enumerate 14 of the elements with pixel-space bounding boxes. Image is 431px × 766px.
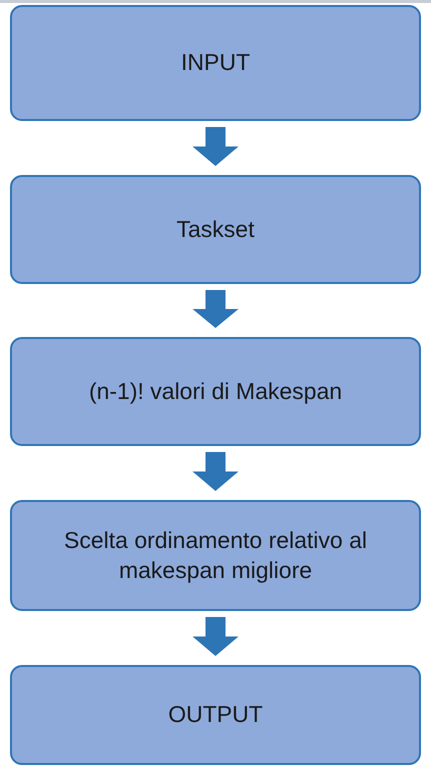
arrow — [192, 290, 238, 328]
box-label: (n-1)! valori di Makespan — [88, 376, 342, 406]
box-label: Scelta ordinamento relativo al makespan migliore — [63, 526, 368, 585]
process-box — [10, 175, 421, 284]
process-box — [10, 337, 421, 446]
box-label: OUTPUT — [168, 700, 263, 730]
process-box — [10, 500, 421, 611]
process-box — [10, 665, 421, 765]
arrow — [192, 452, 238, 491]
arrow — [192, 127, 238, 166]
box-label: INPUT — [181, 48, 250, 78]
process-box — [10, 5, 421, 121]
arrow — [192, 617, 238, 656]
box-label: Taskset — [176, 214, 254, 244]
